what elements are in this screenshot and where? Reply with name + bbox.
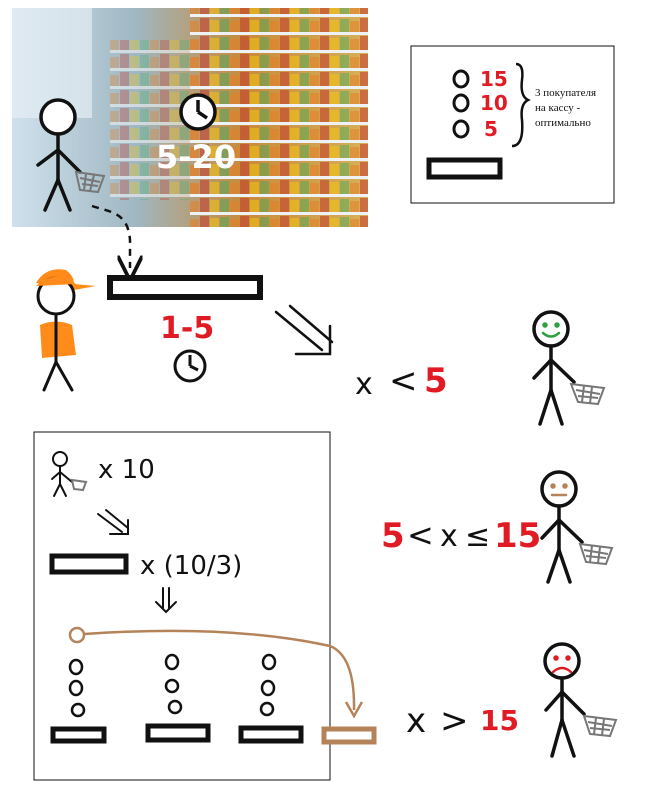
- example-double-arrow-icon: [97, 509, 129, 535]
- rule-happy-value: 5: [424, 361, 448, 401]
- rule-happy-op: <: [389, 361, 418, 401]
- sad-customer-figure: [543, 642, 586, 758]
- brace-icon: [511, 62, 531, 148]
- mini-shopper-icon: [51, 451, 88, 497]
- checkout-time-label: 1-5: [160, 311, 214, 346]
- register-icon: [107, 275, 263, 300]
- rule-sad: x > 15: [406, 701, 519, 741]
- extra-customer-icon: [68, 626, 86, 644]
- rule-neutral-var: x: [440, 519, 458, 554]
- queue-count-3: 5: [484, 117, 498, 141]
- redirect-arrowhead-icon: [344, 701, 364, 719]
- queue-2: [164, 653, 183, 715]
- neutral-customer-figure: [540, 470, 584, 584]
- down-double-arrow-icon: [155, 587, 177, 614]
- rule-happy-var: x: [355, 367, 373, 402]
- rule-neutral-op2: ≤: [465, 519, 490, 554]
- example-per-register-label: x (10/3): [140, 551, 242, 581]
- path-to-register-arrow: [91, 204, 130, 268]
- redirect-arrow: [83, 629, 356, 711]
- double-arrow-icon: [274, 304, 334, 356]
- rule-neutral-high: 15: [494, 516, 541, 556]
- example-register-icon: [49, 553, 129, 575]
- register-2-icon: [145, 723, 211, 743]
- neutral-face-icon: [550, 483, 568, 497]
- queue-count-2: 10: [480, 91, 508, 115]
- rule-neutral-op1: <: [407, 516, 434, 554]
- sad-face-icon: [551, 655, 573, 674]
- clock-icon: [179, 93, 217, 131]
- queue-circles: [452, 69, 470, 139]
- store-photo: [12, 8, 368, 227]
- cashier-figure: [36, 269, 96, 392]
- queue-1: [68, 658, 86, 718]
- queue-count-1: 15: [480, 67, 508, 91]
- rule-neutral: 5 < x ≤ 15: [381, 516, 541, 556]
- new-register-icon: [321, 726, 377, 745]
- basket-icon: [74, 170, 106, 194]
- queue-note-line-1: 3 покупателя: [535, 87, 596, 99]
- queue-note-line-3: оптимально: [535, 117, 591, 129]
- happy-basket-icon: [569, 382, 606, 406]
- happy-face-icon: [541, 322, 561, 338]
- note-register-icon: [426, 157, 503, 180]
- rule-sad-value: 15: [480, 704, 519, 737]
- rule-happy: x < 5: [355, 361, 448, 402]
- rule-sad-var: x: [406, 701, 426, 741]
- rule-neutral-low: 5: [381, 516, 405, 556]
- queue-3: [259, 653, 277, 717]
- sad-basket-icon: [582, 714, 618, 738]
- store-time-label: 5-20: [156, 138, 236, 176]
- queue-note-line-2: на кассу -: [535, 102, 580, 114]
- shopper-figure: [36, 98, 82, 212]
- checkout-clock-icon: [173, 349, 207, 383]
- register-1-icon: [50, 726, 107, 744]
- happy-customer-figure: [532, 310, 576, 426]
- register-3-icon: [238, 725, 304, 744]
- rule-sad-op: >: [440, 701, 469, 741]
- neutral-basket-icon: [578, 542, 614, 566]
- example-customers-label: x 10: [98, 455, 155, 485]
